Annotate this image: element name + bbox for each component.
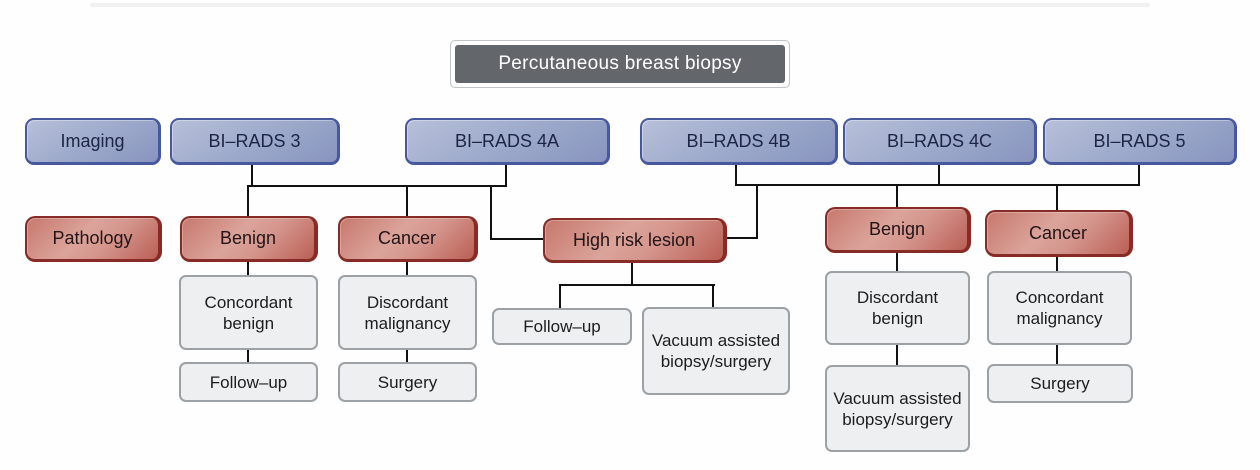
node-discordant-malignancy: Discordant malignancy xyxy=(338,275,477,350)
connector xyxy=(756,184,758,239)
connector xyxy=(1138,165,1140,186)
node-birads-4c: BI–RADS 4C xyxy=(843,118,1037,165)
connector xyxy=(247,350,249,362)
connector xyxy=(938,165,940,186)
node-high-risk-lesion: High risk lesion xyxy=(543,218,727,263)
connector xyxy=(251,165,253,187)
node-birads-5: BI–RADS 5 xyxy=(1043,118,1237,165)
connector xyxy=(1056,184,1058,210)
connector xyxy=(490,185,492,240)
node-concordant-benign: Concordant benign xyxy=(179,275,318,350)
node-surgery-right: Surgery xyxy=(987,364,1133,403)
connector xyxy=(406,185,408,216)
connector xyxy=(896,253,898,271)
connector xyxy=(559,284,561,308)
connector xyxy=(247,185,249,216)
node-vacuum-right: Vacuum assisted biopsy/surgery xyxy=(825,365,970,452)
node-cancer-right: Cancer xyxy=(985,210,1133,257)
node-concordant-malignancy: Concordant malignancy xyxy=(987,271,1132,345)
node-birads-4b: BI–RADS 4B xyxy=(640,118,838,165)
connector xyxy=(735,184,1140,186)
connector xyxy=(505,165,507,187)
node-benign-left: Benign xyxy=(180,216,318,262)
connector xyxy=(406,262,408,275)
connector xyxy=(247,262,249,275)
connector xyxy=(1056,345,1058,364)
connector xyxy=(896,345,898,365)
node-surgery-left: Surgery xyxy=(338,362,477,402)
scan-artifact xyxy=(90,3,1150,7)
connector xyxy=(727,237,758,239)
node-birads-3: BI–RADS 3 xyxy=(170,118,340,165)
connector xyxy=(631,263,633,286)
node-birads-4a: BI–RADS 4A xyxy=(405,118,610,165)
node-discordant-benign: Discordant benign xyxy=(825,271,970,345)
connector xyxy=(490,238,543,240)
connector xyxy=(735,165,737,186)
node-vacuum-center: Vacuum assisted biopsy/surgery xyxy=(642,307,790,395)
node-followup-center: Follow–up xyxy=(492,308,632,345)
connector xyxy=(712,284,714,307)
connector xyxy=(247,185,507,187)
page-title: Percutaneous breast biopsy xyxy=(455,45,785,83)
title-box: Percutaneous breast biopsy xyxy=(450,40,790,88)
connector xyxy=(559,284,715,286)
node-cancer-left: Cancer xyxy=(338,216,478,262)
node-followup-left: Follow–up xyxy=(179,362,318,402)
node-benign-right: Benign xyxy=(825,207,971,253)
connector xyxy=(1056,257,1058,271)
row-label-imaging: Imaging xyxy=(25,118,161,165)
connector xyxy=(896,184,898,207)
connector xyxy=(406,350,408,362)
row-label-pathology: Pathology xyxy=(25,216,162,262)
